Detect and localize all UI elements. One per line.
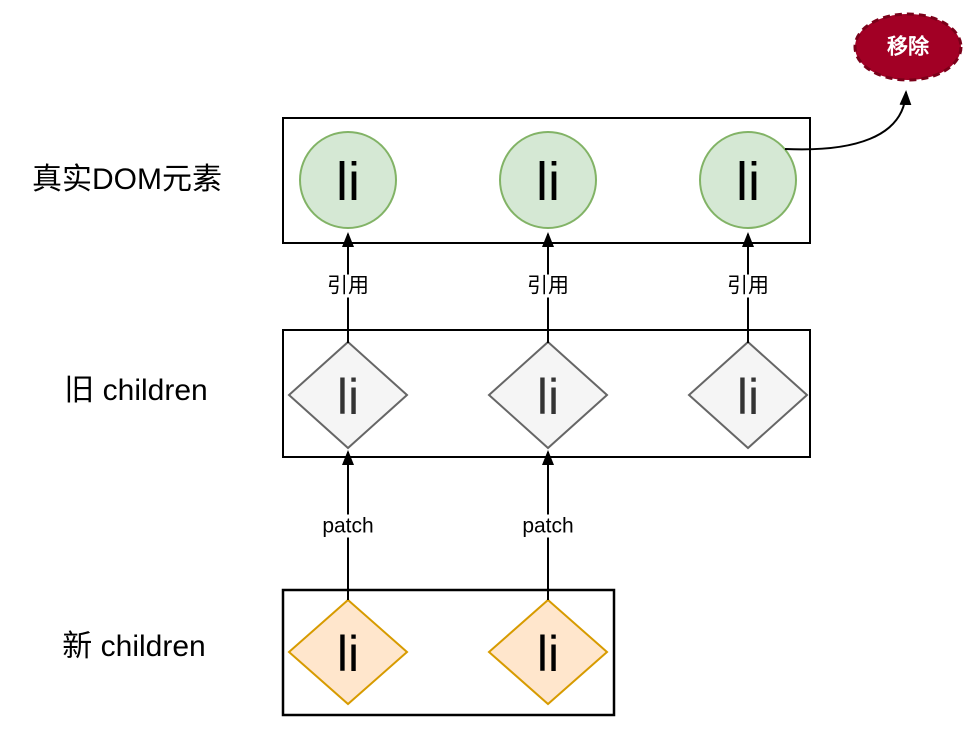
old-child-3-diamond xyxy=(687,340,809,450)
old-child-1-diamond xyxy=(287,340,409,450)
new-children-row-label: 新 children xyxy=(62,630,206,663)
real-dom-row-label: 真实DOM元素 xyxy=(32,163,222,196)
new-child-2-diamond xyxy=(487,598,609,706)
real-dom-node-1-circle xyxy=(299,131,397,229)
remove-badge-label: 移除 xyxy=(887,35,929,59)
reference-edge-label-3: 引用 xyxy=(722,274,774,298)
real-dom-node-1-text: li xyxy=(336,152,360,212)
new-child-1-diamond xyxy=(287,598,409,706)
real-dom-node-2-circle xyxy=(499,131,597,229)
old-child-2-text: li xyxy=(536,369,560,425)
patch-edge-label-2: patch xyxy=(517,514,579,538)
old-child-1-text: li xyxy=(336,369,360,425)
real-dom-node-3-circle xyxy=(699,131,797,229)
old-children-row-label: 旧 children xyxy=(64,374,208,407)
real-dom-node-2-text: li xyxy=(536,152,560,212)
reference-edge-label-1: 引用 xyxy=(322,274,374,298)
old-child-2-diamond xyxy=(487,340,609,450)
new-child-1-text: li xyxy=(336,626,360,682)
old-child-3-text: li xyxy=(736,369,760,425)
reference-edge-label-2: 引用 xyxy=(522,274,574,298)
patch-edge-label-1: patch xyxy=(317,514,379,538)
remove-badge xyxy=(853,12,963,82)
real-dom-node-3-text: li xyxy=(736,152,760,212)
remove-arrow xyxy=(784,90,912,151)
new-child-2-text: li xyxy=(536,626,560,682)
